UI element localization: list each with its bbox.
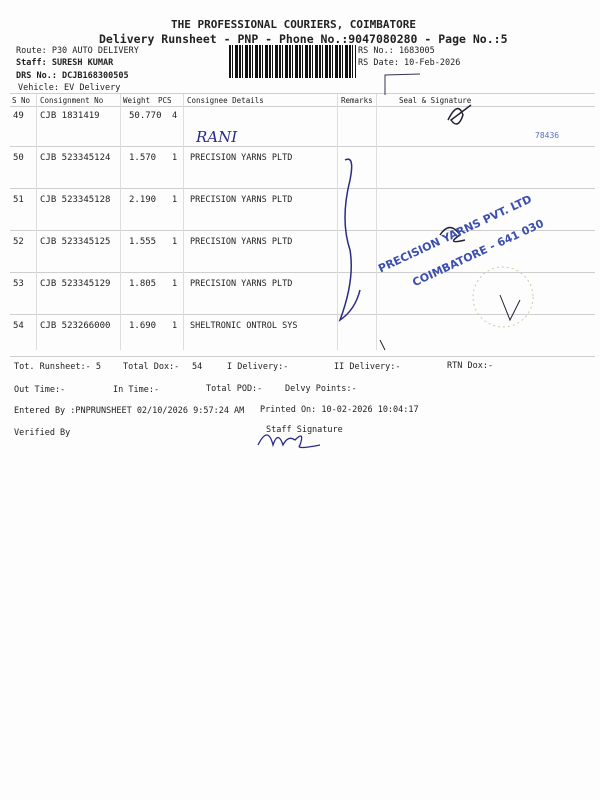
tot-runsheet: Tot. Runsheet:- 5 <box>14 362 101 372</box>
row-divider <box>10 146 595 147</box>
row-divider <box>10 356 595 357</box>
col-sno: S No <box>12 96 31 105</box>
col-consignment: Consignment No <box>40 96 104 105</box>
delvy-points: Delvy Points:- <box>285 384 357 394</box>
row-pcs: 1 <box>172 195 178 205</box>
col-remarks: Remarks <box>341 96 373 105</box>
row-weight: 1.570 <box>129 153 157 163</box>
vehicle: Vehicle: EV Delivery <box>18 83 121 93</box>
route: Route: P30 AUTO DELIVERY <box>16 46 139 56</box>
col-seal: Seal & Signature <box>399 96 472 105</box>
rs-date: RS Date: 10-Feb-2026 <box>358 58 461 68</box>
total-dox-value: 54 <box>192 362 203 372</box>
row-weight: 1.555 <box>129 237 157 247</box>
company-name: THE PROFESSIONAL COURIERS, COIMBATORE <box>171 18 417 31</box>
barcode <box>229 45 356 78</box>
row-pcs: 1 <box>172 321 178 331</box>
col-consignee: Consignee Details <box>187 96 264 105</box>
printed-on: Printed On: 10-02-2026 10:04:17 <box>260 405 419 415</box>
staff: Staff: SURESH KUMAR <box>16 58 114 68</box>
row-cn: CJB 1831419 <box>40 111 100 121</box>
row-consignee: PRECISION YARNS PLTD <box>190 153 293 163</box>
row-consignee: SHELTRONIC ONTROL SYS <box>190 321 298 331</box>
verified-by: Verified By <box>14 428 71 438</box>
runsheet-title: Delivery Runsheet - PNP - Phone No.:9047… <box>99 32 508 46</box>
row-divider <box>10 272 595 273</box>
row-divider <box>10 188 595 189</box>
rtn-dox: RTN Dox:- <box>447 361 494 371</box>
drs-number: DRS No.: DCJB168300505 <box>16 71 129 81</box>
row-pcs: 4 <box>172 111 178 121</box>
row-divider <box>10 314 595 315</box>
row-weight: 2.190 <box>129 195 157 205</box>
ii-delivery: II Delivery:- <box>334 362 401 372</box>
row-sno: 50 <box>13 153 24 163</box>
row-weight: 50.770 <box>129 111 162 121</box>
row-cn: CJB 523345128 <box>40 195 111 205</box>
col-weight: Weight <box>123 96 151 105</box>
col-pcs: PCS <box>158 96 172 105</box>
row-divider <box>10 230 595 231</box>
bracket-mark <box>338 158 361 322</box>
row-consignee: PRECISION YARNS PLTD <box>190 237 293 247</box>
staff-signature-label: Staff Signature <box>266 425 343 435</box>
total-pod: Total POD:- <box>206 384 263 394</box>
total-dox-label: Total Dox:- <box>123 362 180 372</box>
stamp-number: 78436 <box>535 131 559 140</box>
row-cn: CJB 523345129 <box>40 279 111 289</box>
entered-by: Entered By :PNPRUNSHEET 02/10/2026 9:57:… <box>14 406 245 416</box>
row-sno: 51 <box>13 195 24 205</box>
row-consignee: PRECISION YARNS PLTD <box>190 195 293 205</box>
row-consignee: PRECISION YARNS PLTD <box>190 279 293 289</box>
row-weight: 1.805 <box>129 279 157 289</box>
staff-signature-mark <box>257 434 321 449</box>
row-pcs: 1 <box>172 153 178 163</box>
row-pcs: 1 <box>172 237 178 247</box>
row-pcs: 1 <box>172 279 178 289</box>
row-sno: 53 <box>13 279 24 289</box>
rs-number: RS No.: 1683005 <box>358 46 435 56</box>
row-cn: CJB 523266000 <box>40 321 111 331</box>
row-sno: 52 <box>13 237 24 247</box>
row-cn: CJB 523345124 <box>40 153 111 163</box>
row-cn: CJB 523345125 <box>40 237 111 247</box>
i-delivery: I Delivery:- <box>227 362 289 372</box>
row-sno: 54 <box>13 321 24 331</box>
row-sno: 49 <box>13 111 24 121</box>
out-time: Out Time:- <box>14 385 66 395</box>
signature-mark <box>447 104 472 125</box>
in-time: In Time:- <box>113 385 160 395</box>
handwritten-recipient: RANI <box>196 128 238 146</box>
row-weight: 1.690 <box>129 321 157 331</box>
company-stamp: PRECISION YARNS PVT. LTD COIMBATORE - 64… <box>376 193 546 290</box>
